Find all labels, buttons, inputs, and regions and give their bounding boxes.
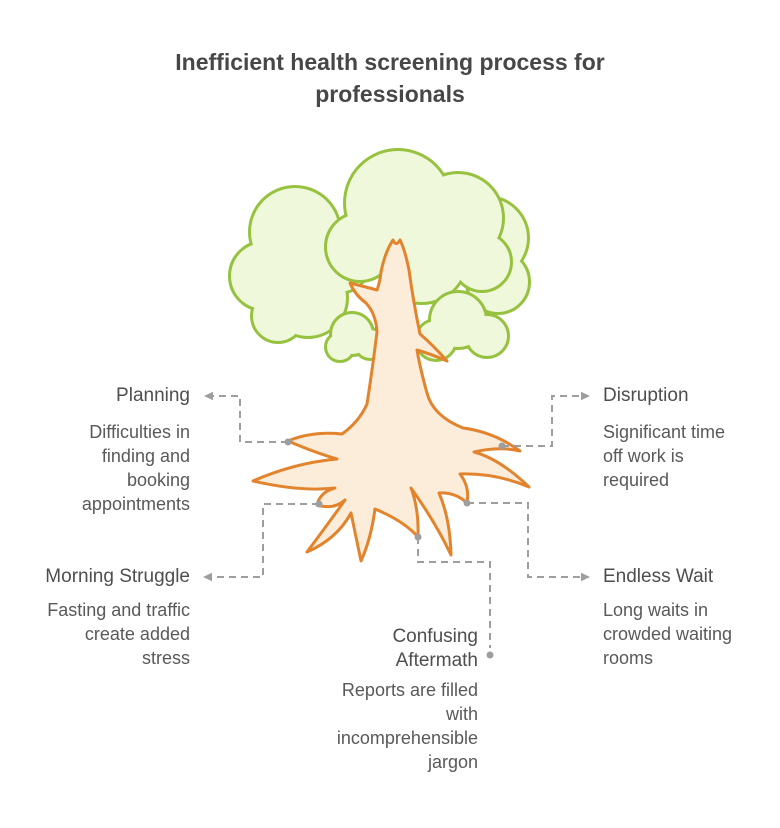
root-dot-morning-struggle (315, 500, 323, 508)
arrowhead-planning-icon (204, 391, 213, 401)
root-dot-confusing-aftermath (414, 533, 422, 541)
connector-disruption (502, 395, 586, 447)
node-description-disruption: Significant time off work is required (603, 422, 726, 490)
connector-morning-struggle (207, 503, 319, 578)
root-dot-endless-wait (463, 499, 471, 507)
connector-endless-wait (467, 502, 586, 578)
node-label-confusing-aftermath: Confusing Aftermath (392, 626, 478, 671)
arrowhead-morning-struggle-icon (203, 572, 212, 582)
node-description-endless-wait: Long waits in crowded waiting rooms (603, 600, 733, 668)
end-dot-confusing-aftermath (486, 651, 494, 659)
node-description-confusing-aftermath: Reports are filled with incomprehensible… (336, 680, 478, 772)
arrowhead-endless-wait-icon (581, 572, 590, 582)
root-dot-disruption (498, 442, 506, 450)
node-label-disruption: Disruption (603, 385, 689, 406)
node-description-planning: Difficulties in finding and booking appo… (81, 422, 190, 514)
connector-planning (208, 395, 288, 443)
page-title: Inefficient health screening process for… (175, 49, 605, 107)
node-label-endless-wait: Endless Wait (603, 566, 714, 587)
node-description-morning-struggle: Fasting and traffic create added stress (47, 600, 190, 668)
node-label-morning-struggle: Morning Struggle (45, 566, 190, 587)
root-dot-planning (284, 438, 292, 446)
node-label-planning: Planning (116, 385, 190, 406)
arrowhead-disruption-icon (581, 391, 590, 401)
connector-confusing-aftermath (417, 537, 491, 648)
tree-trunk-and-roots (251, 238, 531, 563)
